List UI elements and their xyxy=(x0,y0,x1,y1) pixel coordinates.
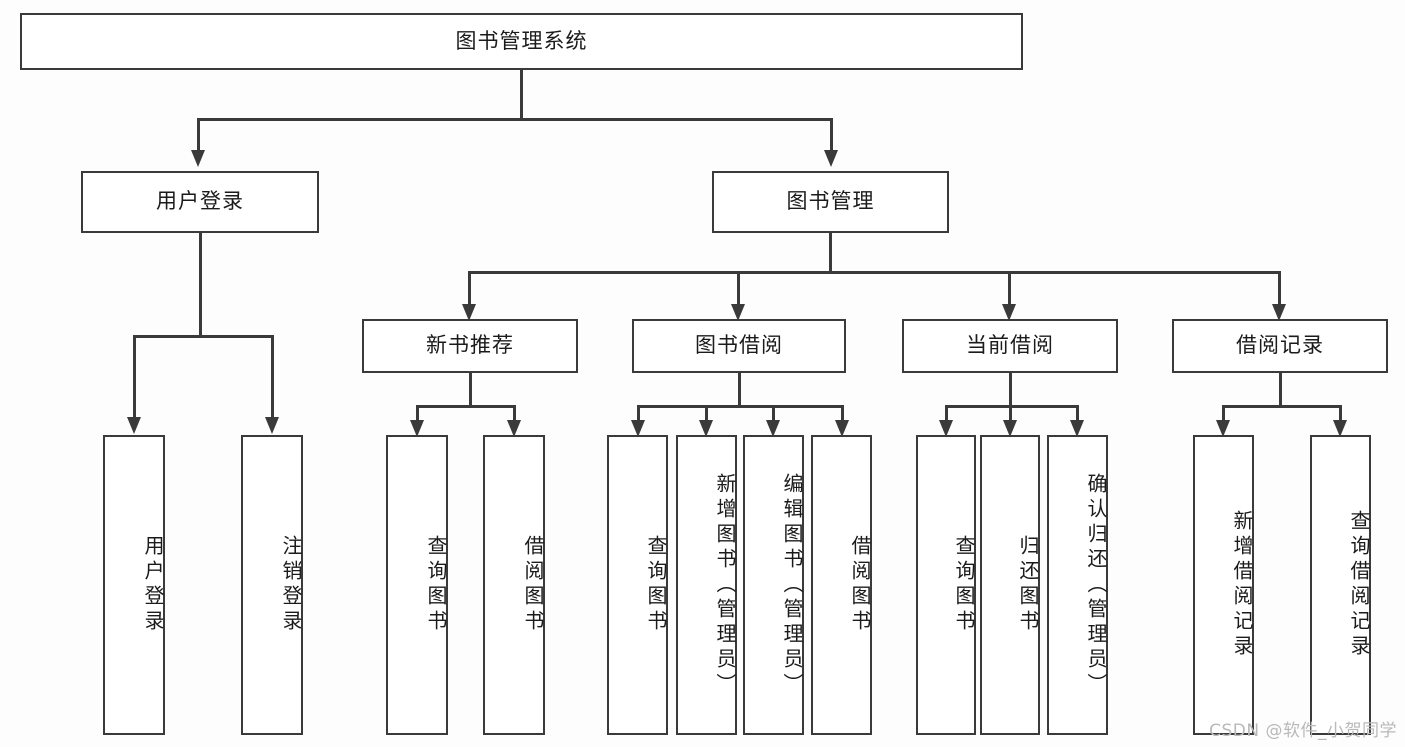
connector-level1-bus xyxy=(197,118,832,121)
arrowhead-leaf-query-book-3 xyxy=(939,420,953,437)
node-label: 用户登录 xyxy=(156,189,244,214)
node-label: 查询借阅记录 xyxy=(1347,510,1371,660)
connector-current-borrow-bus xyxy=(945,405,1078,408)
arrowhead-leaf-query-book-1 xyxy=(410,420,424,437)
node-current-borrow[interactable]: 当前借阅 xyxy=(902,319,1118,373)
node-label: 查询图书 xyxy=(424,535,448,635)
connector-book-borrow-bus xyxy=(637,405,842,408)
node-leaf-return-book[interactable]: 归还图书 xyxy=(980,435,1040,735)
node-label: 图书借阅 xyxy=(695,333,783,358)
node-leaf-add-book[interactable]: 新增图书（管理员） xyxy=(676,435,737,735)
arrowhead-leaf-add-book xyxy=(699,420,713,437)
arrowhead-leaf-borrow-book-1 xyxy=(507,420,521,437)
node-label: 借阅记录 xyxy=(1236,333,1324,358)
node-label: 新书推荐 xyxy=(426,333,514,358)
node-leaf-query-record[interactable]: 查询借阅记录 xyxy=(1310,435,1371,735)
connector-new-book-stem xyxy=(469,373,472,405)
connector-drop-leaf-query-book-2 xyxy=(637,405,640,423)
connector-drop-leaf-logout xyxy=(271,335,274,419)
node-label: 图书管理 xyxy=(786,189,875,214)
arrowhead-new-book-recommend xyxy=(462,304,476,321)
node-label: 注销登录 xyxy=(279,535,303,635)
node-label: 图书管理系统 xyxy=(455,28,588,53)
arrowhead-book-manage xyxy=(824,150,838,167)
arrowhead-user-login xyxy=(191,150,205,167)
arrowhead-leaf-return-book xyxy=(1003,420,1017,437)
node-book-borrow[interactable]: 图书借阅 xyxy=(632,319,846,373)
watermark-text: CSDN @软件_小贺同学 xyxy=(1209,721,1397,741)
connector-drop-leaf-user-login xyxy=(133,335,136,419)
node-label: 借阅图书 xyxy=(521,535,545,635)
connector-drop-book-borrow xyxy=(737,271,740,306)
node-label: 用户登录 xyxy=(141,535,165,635)
node-leaf-confirm-return[interactable]: 确认归还（管理员） xyxy=(1047,435,1108,735)
node-book-manage[interactable]: 图书管理 xyxy=(712,171,949,233)
connector-user-login-bus xyxy=(133,335,273,338)
arrowhead-leaf-borrow-book-2 xyxy=(835,420,849,437)
arrowhead-book-borrow xyxy=(731,304,745,321)
connector-drop-leaf-query-book-1 xyxy=(416,405,419,423)
arrowhead-leaf-confirm-return xyxy=(1070,420,1084,437)
node-user-login[interactable]: 用户登录 xyxy=(81,171,319,233)
node-label: 查询图书 xyxy=(644,535,668,635)
arrowhead-leaf-query-book-2 xyxy=(631,420,645,437)
connector-drop-leaf-confirm-return xyxy=(1076,405,1079,423)
node-leaf-user-login[interactable]: 用户登录 xyxy=(103,435,165,735)
node-label: 编辑图书（管理员） xyxy=(780,472,804,698)
connector-new-book-bus xyxy=(416,405,514,408)
node-label: 当前借阅 xyxy=(966,333,1054,358)
node-label: 查询图书 xyxy=(952,535,976,635)
node-label: 新增图书（管理员） xyxy=(713,472,737,698)
connector-drop-leaf-return-book xyxy=(1009,405,1012,423)
node-leaf-borrow-book-1[interactable]: 借阅图书 xyxy=(483,435,545,735)
arrowhead-leaf-query-record xyxy=(1333,420,1347,437)
connector-current-borrow-stem xyxy=(1009,373,1012,405)
node-leaf-query-book-1[interactable]: 查询图书 xyxy=(386,435,448,735)
connector-drop-leaf-query-record xyxy=(1339,405,1342,423)
connector-drop-leaf-borrow-book-1 xyxy=(513,405,516,423)
connector-drop-new-book-recommend xyxy=(468,271,471,306)
connector-book-borrow-stem xyxy=(738,373,741,405)
connector-drop-current-borrow xyxy=(1008,271,1011,306)
node-label: 归还图书 xyxy=(1016,535,1040,635)
connector-drop-book-manage xyxy=(830,118,833,152)
connector-root-stem xyxy=(520,70,523,118)
connector-drop-leaf-borrow-book-2 xyxy=(841,405,844,423)
arrowhead-leaf-edit-book xyxy=(766,420,780,437)
arrowhead-leaf-logout xyxy=(265,417,279,434)
connector-drop-leaf-add-book xyxy=(705,405,708,423)
node-new-book-recommend[interactable]: 新书推荐 xyxy=(362,319,578,373)
connector-drop-leaf-query-book-3 xyxy=(945,405,948,423)
node-leaf-logout-login[interactable]: 注销登录 xyxy=(241,435,303,735)
node-leaf-query-book-3[interactable]: 查询图书 xyxy=(916,435,976,735)
connector-book-manage-stem xyxy=(829,233,832,271)
node-root-system[interactable]: 图书管理系统 xyxy=(20,13,1023,70)
node-leaf-query-book-2[interactable]: 查询图书 xyxy=(607,435,668,735)
node-label: 确认归还（管理员） xyxy=(1084,472,1108,698)
connector-borrow-record-bus xyxy=(1222,405,1341,408)
connector-drop-leaf-add-record xyxy=(1222,405,1225,423)
node-label: 借阅图书 xyxy=(848,535,872,635)
arrowhead-leaf-add-record xyxy=(1216,420,1230,437)
connector-drop-borrow-record xyxy=(1278,271,1281,306)
node-borrow-record[interactable]: 借阅记录 xyxy=(1172,319,1388,373)
connector-borrow-record-stem xyxy=(1279,373,1282,405)
arrowhead-leaf-user-login xyxy=(127,417,141,434)
connector-level3-bus xyxy=(468,271,1280,274)
arrowhead-borrow-record xyxy=(1272,304,1286,321)
node-leaf-borrow-book-2[interactable]: 借阅图书 xyxy=(811,435,872,735)
connector-user-login-stem xyxy=(199,233,202,335)
arrowhead-current-borrow xyxy=(1002,304,1016,321)
node-leaf-add-record[interactable]: 新增借阅记录 xyxy=(1193,435,1254,735)
connector-drop-leaf-edit-book xyxy=(772,405,775,423)
connector-drop-user-login xyxy=(197,118,200,152)
node-leaf-edit-book[interactable]: 编辑图书（管理员） xyxy=(743,435,804,735)
node-label: 新增借阅记录 xyxy=(1230,510,1254,660)
